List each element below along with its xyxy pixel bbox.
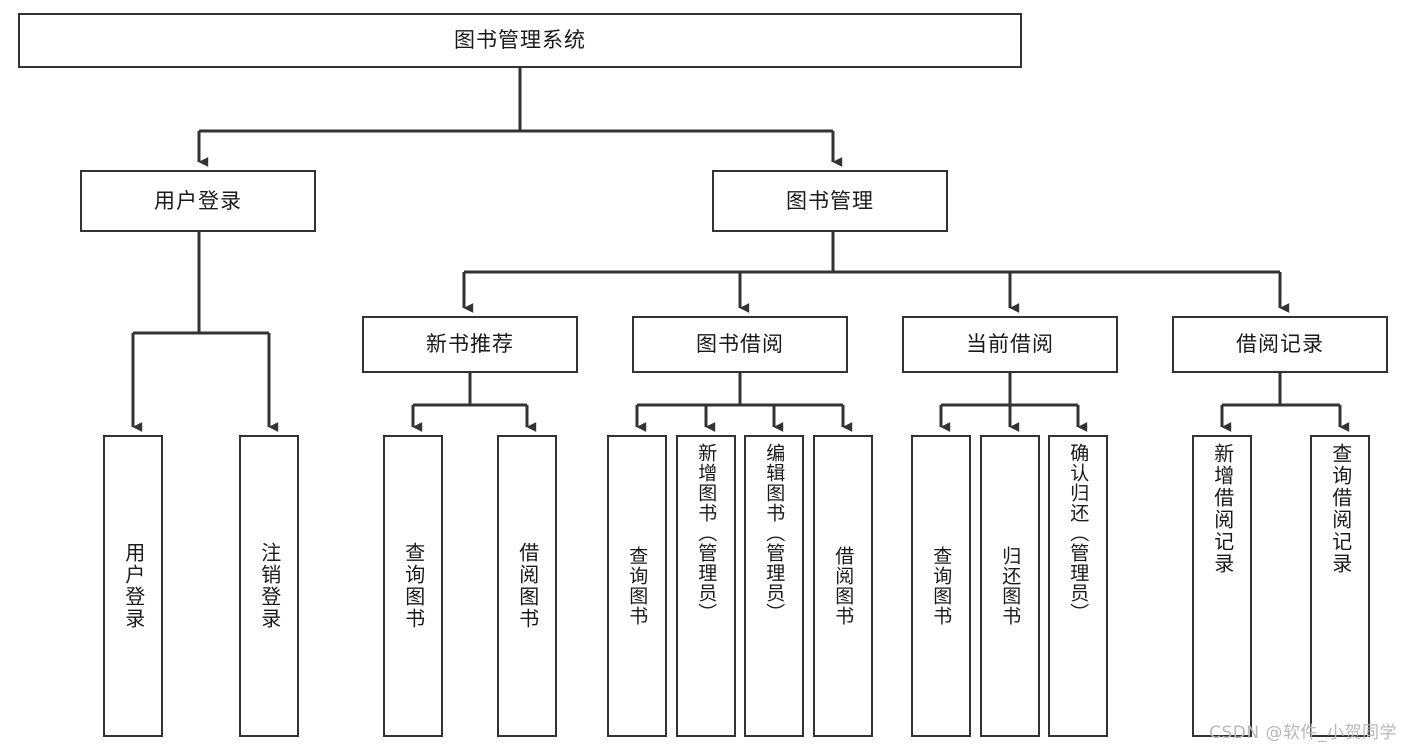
node-current-borrow[interactable]: 当前借阅 (902, 316, 1118, 373)
leaf-current-query-book[interactable]: 查询图书 (911, 435, 971, 737)
leaf-current-return-book[interactable]: 归还图书 (980, 435, 1040, 737)
node-book-borrow-label: 图书借阅 (696, 332, 784, 357)
node-user-login-label: 用户登录 (154, 188, 242, 213)
leaf-borrow-add-book[interactable]: 新增图书（管理员） (676, 435, 736, 737)
leaf-user-login-signout[interactable]: 注销登录 (239, 435, 299, 737)
leaf-current-query-book-label: 查询图书 (930, 546, 953, 626)
leaf-borrow-add-book-label: 新增图书（管理员） (695, 443, 718, 623)
leaf-records-query-record-label: 查询借阅记录 (1328, 443, 1353, 575)
node-new-book-recommend-label: 新书推荐 (426, 332, 514, 357)
watermark-text: CSDN @软件_小贺同学 (1209, 723, 1397, 743)
leaf-borrow-query-book[interactable]: 查询图书 (607, 435, 667, 737)
leaf-records-add-record-label: 新增借阅记录 (1210, 443, 1235, 575)
leaf-borrow-query-book-label: 查询图书 (626, 546, 649, 626)
node-book-management[interactable]: 图书管理 (712, 170, 948, 232)
leaf-new-book-query-label: 查询图书 (401, 542, 426, 630)
leaf-current-confirm-return-label: 确认归还（管理员） (1067, 443, 1090, 623)
leaf-records-query-record[interactable]: 查询借阅记录 (1310, 435, 1370, 737)
node-borrow-records-label: 借阅记录 (1236, 332, 1324, 357)
leaf-borrow-edit-book-label: 编辑图书（管理员） (763, 443, 786, 623)
leaf-borrow-borrow-book[interactable]: 借阅图书 (813, 435, 873, 737)
leaf-new-book-borrow-label: 借阅图书 (515, 542, 540, 630)
node-root-system-label: 图书管理系统 (454, 28, 586, 53)
node-user-login[interactable]: 用户登录 (80, 170, 316, 232)
node-book-management-label: 图书管理 (786, 188, 874, 213)
node-root-system[interactable]: 图书管理系统 (18, 13, 1022, 68)
leaf-borrow-edit-book[interactable]: 编辑图书（管理员） (744, 435, 804, 737)
leaf-new-book-query[interactable]: 查询图书 (383, 435, 443, 737)
node-current-borrow-label: 当前借阅 (966, 332, 1054, 357)
leaf-records-add-record[interactable]: 新增借阅记录 (1192, 435, 1252, 737)
node-book-borrow[interactable]: 图书借阅 (632, 316, 848, 373)
leaf-borrow-borrow-book-label: 借阅图书 (832, 546, 855, 626)
leaf-user-login-signin-label: 用户登录 (121, 542, 146, 630)
leaf-user-login-signin[interactable]: 用户登录 (103, 435, 163, 737)
node-borrow-records[interactable]: 借阅记录 (1172, 316, 1388, 373)
leaf-user-login-signout-label: 注销登录 (257, 542, 282, 630)
leaf-current-return-book-label: 归还图书 (999, 546, 1022, 626)
leaf-current-confirm-return[interactable]: 确认归还（管理员） (1048, 435, 1108, 737)
node-new-book-recommend[interactable]: 新书推荐 (362, 316, 578, 373)
leaf-new-book-borrow[interactable]: 借阅图书 (497, 435, 557, 737)
